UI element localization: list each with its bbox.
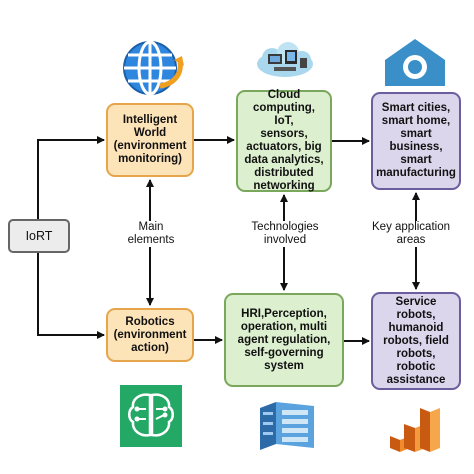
node-cloud-technologies: Cloud computing, IoT, sensors, actuators… [236,89,332,192]
arrow-iort-to-robotics [37,253,105,339]
label-main-elements: Main elements [124,221,178,247]
globe-icon [123,40,184,96]
node-robotics: Robotics (environment action) [106,308,194,362]
label-technologies-involved: Technologies involved [244,221,326,247]
label-key-application-areas: Key application areas [372,221,450,247]
stacked-layers-icon [390,408,440,452]
node-smart-applications: Smart cities, smart home, smart business… [371,92,461,190]
node-iort: IoRT [8,219,70,253]
server-rack-icon [260,402,314,450]
arrow-iort-to-world [37,136,105,219]
node-intelligent-world: Intelligent World (environment monitorin… [106,103,194,177]
cloud-devices-icon [257,42,313,77]
brain-circuit-icon [120,385,182,447]
node-hri-technologies: HRI,Perception, operation, multi agent r… [224,293,344,387]
home-icon [385,39,445,86]
node-service-robots: Service robots, humanoid robots, field r… [371,292,461,390]
